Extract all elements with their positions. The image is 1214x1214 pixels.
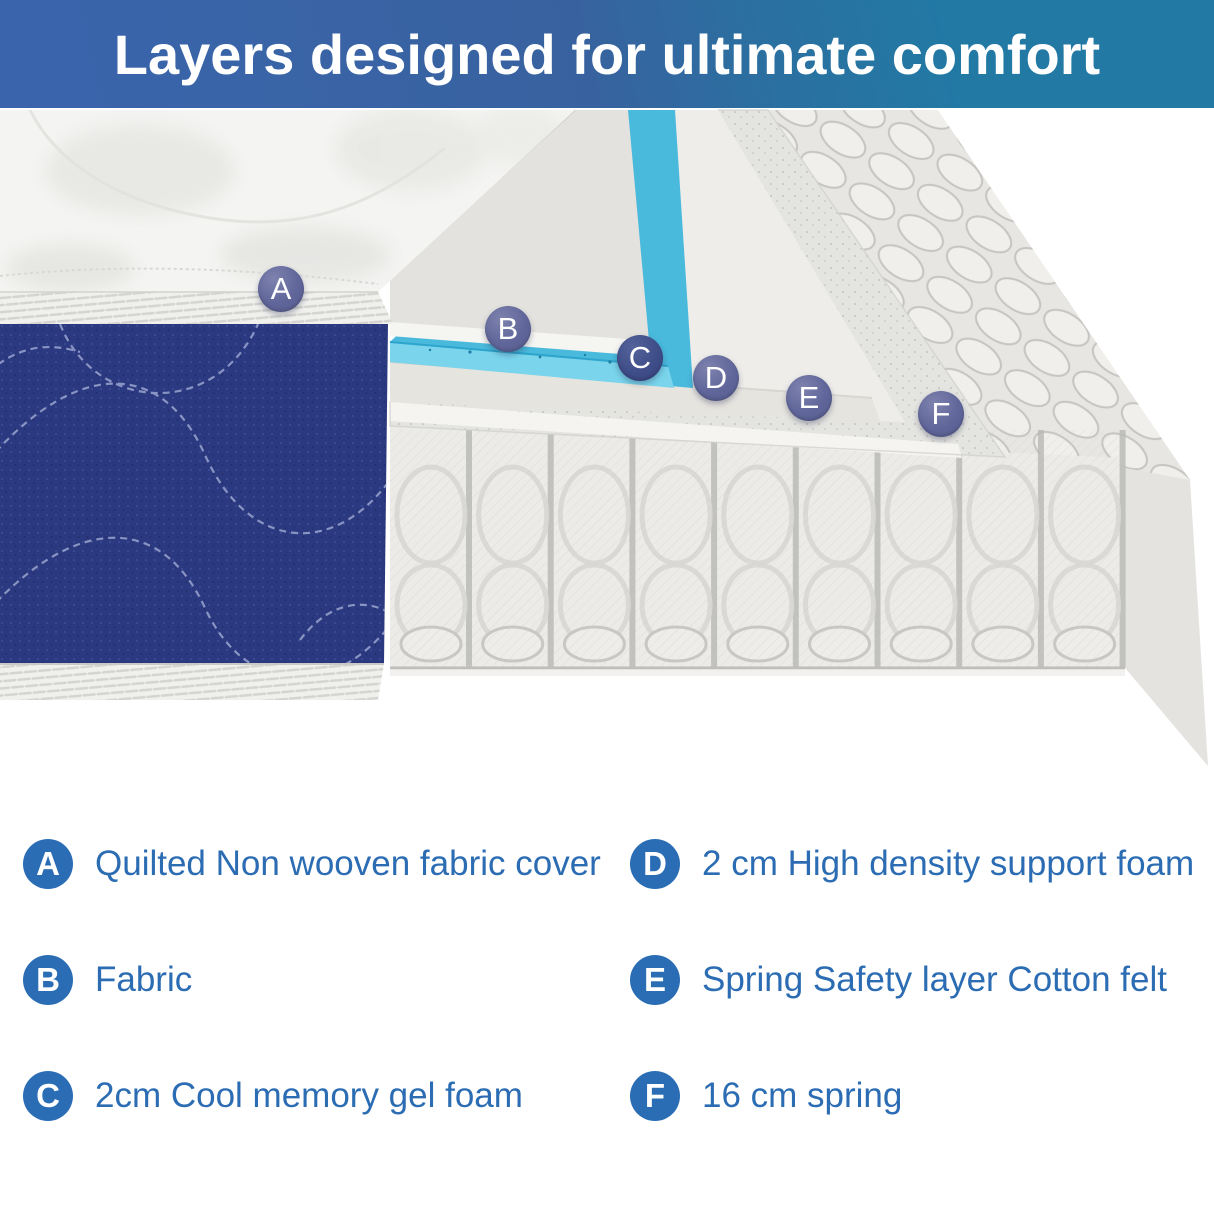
badge-letter: B [497,311,519,346]
layer-badge-a: A [258,266,304,312]
side-panel-bottom-edge [0,664,384,700]
legend-letter-badge-d: D [630,839,680,889]
legend-item-b: B Fabric [23,954,630,1006]
legend-letter-badge-a: A [23,839,73,889]
legend-letter: B [36,961,60,998]
page-title: Layers designed for ultimate comfort [113,22,1101,86]
legend-letter-badge-f: F [630,1071,680,1121]
legend-item-d: D 2 cm High density support foam [630,838,1206,890]
legend-label-b: Fabric [95,960,193,999]
cover-rolled-edge [0,292,393,324]
legend-letter-badge-e: E [630,955,680,1005]
layer-badge-d: D [693,355,739,401]
badge-letter: F [931,396,951,431]
badge-letter: A [270,271,292,306]
layer-badge-c: C [617,335,663,381]
legend-letter: E [643,961,666,998]
badge-letter: E [798,380,820,415]
legend-item-e: E Spring Safety layer Cotton felt [630,954,1206,1006]
legend-label-a: Quilted Non wooven fabric cover [95,844,601,883]
legend-letter: D [643,845,667,882]
legend-label-e: Spring Safety layer Cotton felt [702,960,1167,999]
legend-letter: C [36,1077,60,1114]
layer-legend: A Quilted Non wooven fabric cover D 2 cm… [0,838,1214,1122]
layer-badge-f: F [918,391,964,437]
layer-f-springs-front [390,425,1126,676]
layer-a-quilted-cover [0,110,575,324]
legend-letter: A [36,845,60,882]
mattress-diagram: A B C D E F [0,108,1214,770]
layer-badge-b: B [485,306,531,352]
legend-label-f: 16 cm spring [702,1076,903,1115]
legend-letter-badge-b: B [23,955,73,1005]
badge-letter: D [704,360,728,395]
mattress-illustration [0,108,1214,770]
layer-badge-e: E [786,375,832,421]
legend-item-f: F 16 cm spring [630,1070,1206,1122]
legend-label-c: 2cm Cool memory gel foam [95,1076,523,1115]
badge-letter: C [628,340,652,375]
legend-letter: F [644,1077,666,1114]
legend-item-a: A Quilted Non wooven fabric cover [23,838,630,890]
side-panel-navy [0,324,388,700]
floor-wedge [1125,468,1208,766]
legend-item-c: C 2cm Cool memory gel foam [23,1070,630,1122]
legend-label-d: 2 cm High density support foam [702,844,1195,883]
legend-letter-badge-c: C [23,1071,73,1121]
title-banner: Layers designed for ultimate comfort [0,0,1214,108]
